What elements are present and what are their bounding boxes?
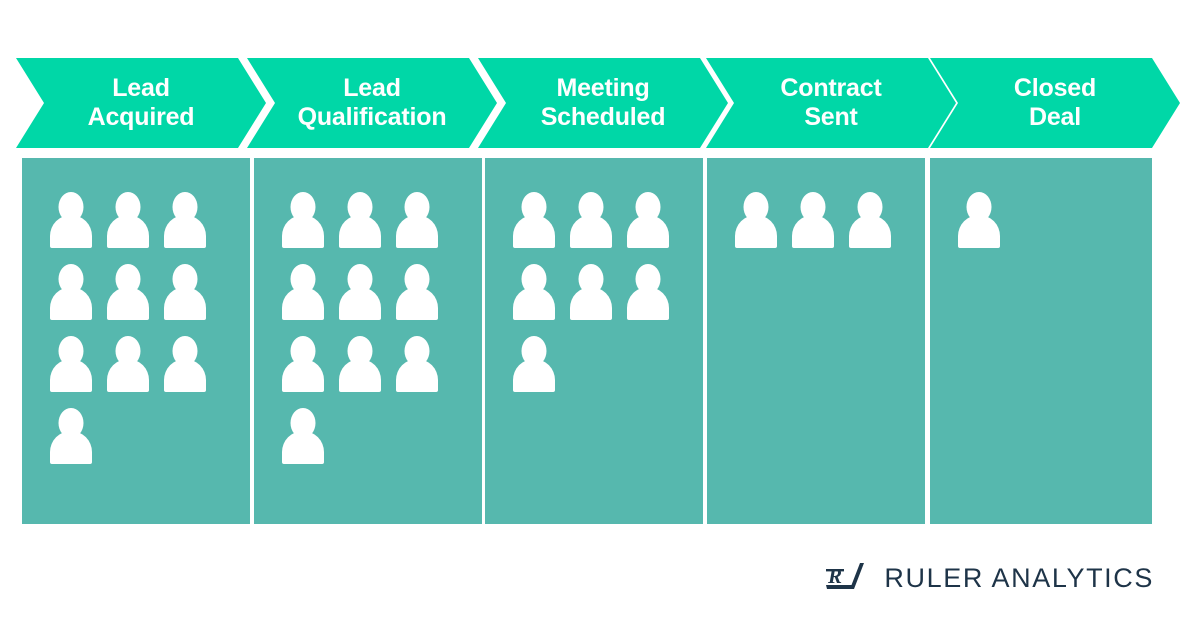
person-icon: [282, 264, 324, 320]
person-icon-grid: [50, 192, 228, 464]
person-icon-grid: [958, 192, 1136, 248]
person-icon-body: [339, 215, 381, 248]
brand-logo: R RULER ANALYTICS: [820, 556, 1154, 600]
person-icon: [339, 192, 381, 248]
person-icon: [513, 192, 555, 248]
person-icon-body: [627, 287, 669, 320]
person-icon-body: [849, 215, 891, 248]
funnel-stage-body-meeting-scheduled: [485, 158, 703, 524]
funnel-stage-header-contract-sent[interactable]: Contract Sent: [706, 58, 956, 148]
person-icon-body: [513, 215, 555, 248]
person-icon-body: [339, 359, 381, 392]
person-icon-body: [164, 287, 206, 320]
person-icon-body: [282, 359, 324, 392]
funnel-stage-body-row: [0, 158, 1200, 524]
person-icon: [107, 336, 149, 392]
person-icon-body: [735, 215, 777, 248]
person-icon: [958, 192, 1000, 248]
person-icon-body: [107, 287, 149, 320]
person-icon-body: [50, 287, 92, 320]
funnel-stage-header-row: Lead Acquired Lead Qualification Meeting…: [0, 58, 1200, 148]
person-icon-body: [792, 215, 834, 248]
person-icon: [164, 264, 206, 320]
person-icon: [282, 408, 324, 464]
person-icon-body: [513, 359, 555, 392]
person-icon-body: [50, 215, 92, 248]
person-icon-body: [396, 359, 438, 392]
person-icon-body: [958, 215, 1000, 248]
funnel-stage-header-label: Lead Acquired: [87, 73, 195, 132]
person-icon-body: [396, 287, 438, 320]
funnel-stage-header-label: Lead Qualification: [297, 73, 447, 132]
person-icon: [396, 336, 438, 392]
person-icon-grid: [513, 192, 691, 392]
person-icon-body: [282, 431, 324, 464]
person-icon-body: [50, 431, 92, 464]
person-icon: [164, 192, 206, 248]
person-icon: [570, 192, 612, 248]
person-icon: [792, 192, 834, 248]
person-icon: [396, 264, 438, 320]
funnel-stage-header-label: Contract Sent: [780, 73, 882, 132]
person-icon-body: [50, 359, 92, 392]
person-icon-body: [396, 215, 438, 248]
svg-text:R: R: [827, 564, 842, 588]
person-icon-grid: [735, 192, 913, 248]
funnel-stage-header-label: Closed Deal: [1013, 73, 1097, 132]
funnel-stage-header-label: Meeting Scheduled: [540, 73, 666, 132]
person-icon-body: [570, 287, 612, 320]
person-icon-body: [513, 287, 555, 320]
funnel-stage-body-closed-deal: [930, 158, 1152, 524]
person-icon: [513, 264, 555, 320]
person-icon-body: [164, 215, 206, 248]
person-icon: [50, 264, 92, 320]
person-icon: [107, 264, 149, 320]
person-icon: [849, 192, 891, 248]
person-icon-body: [164, 359, 206, 392]
funnel-stage-body-contract-sent: [707, 158, 925, 524]
person-icon: [164, 336, 206, 392]
funnel-stage-header-meeting-scheduled[interactable]: Meeting Scheduled: [478, 58, 728, 148]
person-icon-body: [339, 287, 381, 320]
person-icon: [50, 192, 92, 248]
funnel-stage-body-lead-qualification: [254, 158, 482, 524]
person-icon-grid: [282, 192, 460, 464]
person-icon: [513, 336, 555, 392]
person-icon: [570, 264, 612, 320]
ruler-r-slash-icon: R: [820, 560, 870, 596]
person-icon: [396, 192, 438, 248]
person-icon: [107, 192, 149, 248]
funnel-stage-header-closed-deal[interactable]: Closed Deal: [930, 58, 1180, 148]
person-icon: [282, 336, 324, 392]
person-icon-body: [107, 359, 149, 392]
brand-name: RULER ANALYTICS: [884, 562, 1154, 593]
person-icon: [627, 192, 669, 248]
person-icon-body: [570, 215, 612, 248]
person-icon: [339, 264, 381, 320]
person-icon: [282, 192, 324, 248]
person-icon-body: [627, 215, 669, 248]
person-icon: [339, 336, 381, 392]
funnel-stage-header-lead-acquired[interactable]: Lead Acquired: [16, 58, 266, 148]
funnel-stage-body-lead-acquired: [22, 158, 250, 524]
person-icon-body: [107, 215, 149, 248]
person-icon-body: [282, 215, 324, 248]
person-icon: [50, 408, 92, 464]
person-icon: [735, 192, 777, 248]
person-icon: [627, 264, 669, 320]
person-icon: [50, 336, 92, 392]
funnel-stage-header-lead-qualification[interactable]: Lead Qualification: [247, 58, 497, 148]
person-icon-body: [282, 287, 324, 320]
